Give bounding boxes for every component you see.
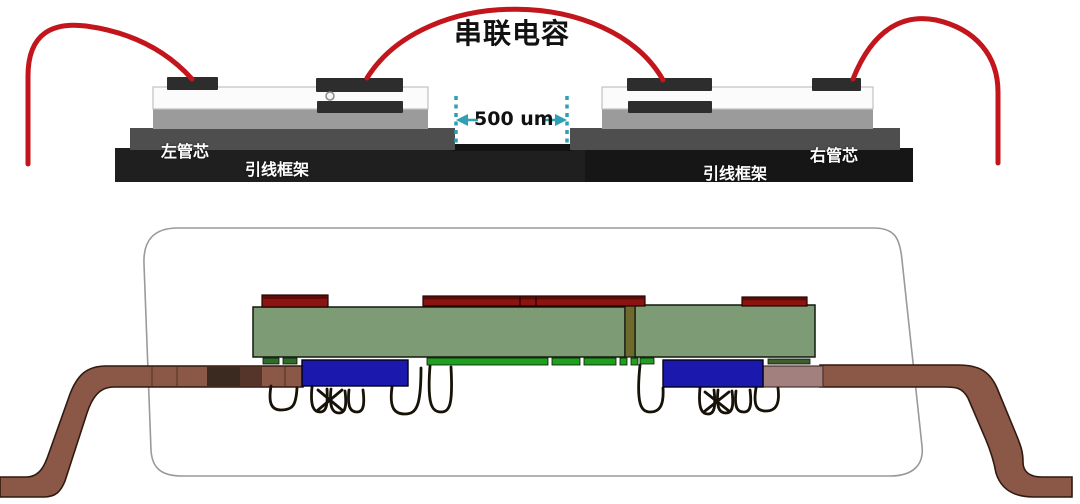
- trace-segment: [630, 357, 639, 366]
- red-component-top-face: [263, 295, 327, 299]
- left-die-pad-outer: [167, 77, 218, 90]
- leadframe-right-bar: [585, 148, 913, 182]
- red-component: [422, 295, 646, 307]
- bond-loop-cross: [316, 388, 344, 412]
- left-die-label: 左管芯: [161, 142, 210, 161]
- bond-wire-left: [25, 22, 195, 167]
- via-marker: [325, 91, 335, 101]
- wirebond-schematic: [25, 6, 1001, 182]
- dimension-arrowhead-left: [456, 114, 468, 126]
- trace-segment: [262, 357, 280, 365]
- substrate-seam: [624, 304, 636, 358]
- bond-wire-right: [850, 16, 1001, 166]
- left-die-stack: [130, 77, 455, 150]
- right-die-stack: [570, 78, 900, 150]
- mold-outline: [143, 227, 923, 477]
- left-lead-plating-segment: [240, 367, 262, 386]
- dimension-arrowhead-right: [555, 114, 567, 126]
- wire-bonds: [268, 363, 780, 416]
- red-component-top-face: [743, 297, 806, 301]
- right-die-pad-inner: [627, 78, 712, 91]
- red-component: [741, 296, 808, 307]
- bond-loop: [734, 388, 753, 414]
- top-components: [261, 294, 808, 308]
- leadframe-right-label: 引线框架: [703, 164, 768, 183]
- right-die-body: [602, 108, 873, 129]
- gap-dimension: [454, 96, 569, 146]
- series-capacitor-title: 串联电容: [454, 17, 571, 50]
- leadframe-left-bar: [115, 148, 585, 182]
- right-die-attach: [570, 128, 900, 150]
- left-lead-dark-segment: [207, 367, 240, 386]
- trace-segment: [583, 357, 617, 366]
- gap-floor-strip: [452, 144, 572, 151]
- trace-segment: [767, 358, 811, 365]
- left-die-pad-inner: [316, 78, 403, 92]
- bond-loop: [347, 388, 366, 414]
- trace-segment: [551, 357, 581, 366]
- right-lead: [819, 364, 1073, 498]
- leadframe-left-label: 引线框架: [245, 160, 310, 179]
- right-blue-die: [662, 359, 764, 388]
- left-die-attach: [130, 128, 455, 150]
- right-die-buried-electrode: [628, 101, 712, 113]
- left-die-body: [153, 108, 428, 129]
- trace-segment: [639, 357, 655, 365]
- bond-wire-center: [364, 6, 666, 83]
- trace-segment: [426, 357, 549, 366]
- red-component-top-face: [424, 296, 644, 300]
- bond-loop: [753, 386, 780, 413]
- left-blue-die: [301, 359, 409, 387]
- right-die-pad-outer: [812, 78, 861, 91]
- underside-traces: [262, 357, 811, 366]
- substrate-left-section: [252, 306, 626, 358]
- bond-loop: [389, 366, 423, 416]
- gap-dimension-label: 500 um: [474, 108, 554, 130]
- trace-segment: [282, 357, 298, 365]
- substrate-right-section: [634, 304, 816, 358]
- bond-loop: [268, 384, 299, 412]
- bond-loop-cross: [703, 390, 731, 413]
- bond-loop: [427, 364, 453, 414]
- trace-segment: [619, 357, 628, 366]
- right-lead-inner-segment: [762, 365, 824, 388]
- right-die-label: 右管芯: [810, 146, 859, 165]
- package-cross-section: [0, 227, 1073, 498]
- bond-loop: [637, 363, 665, 414]
- left-die-buried-electrode: [317, 101, 403, 113]
